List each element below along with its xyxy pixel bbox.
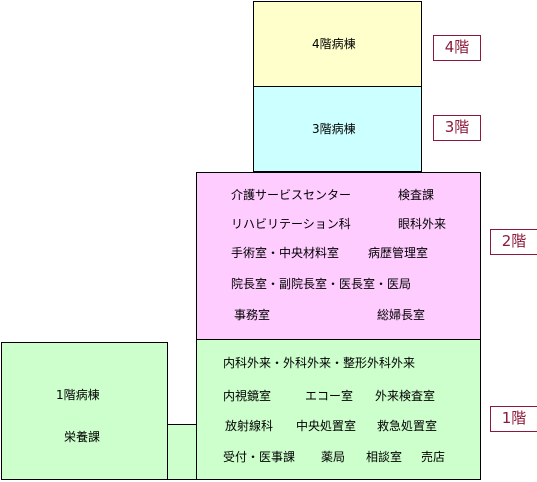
floor1-ward-label: 1階病棟: [56, 388, 100, 402]
room-reception: 受付・医事課: [223, 450, 296, 464]
room-emergency: 救急処置室: [377, 419, 438, 433]
room-rehab: リハビリテーション科: [231, 217, 351, 231]
room-central-treatment: 中央処置室: [296, 419, 357, 433]
floor4-ward-label: 4階病棟: [312, 37, 356, 51]
room-surgery: 手術室・中央材料室: [231, 246, 340, 260]
floor1-badge: 1階: [490, 406, 537, 432]
room-shop: 売店: [421, 450, 446, 464]
room-outpatient: 内科外来・外科外来・整形外科外来: [223, 356, 416, 370]
room-lab: 検査課: [398, 188, 435, 202]
floor4-badge: 4階: [433, 35, 481, 61]
floor1-ward-block: 1階病棟 栄養課: [1, 342, 168, 480]
room-echo: エコー室: [305, 389, 354, 403]
room-outpatient-exam: 外来検査室: [375, 389, 436, 403]
room-admin: 事務室: [234, 308, 271, 322]
room-pharmacy: 薬局: [321, 450, 346, 464]
nutrition-dept-label: 栄養課: [64, 430, 101, 444]
room-head-nurse: 総婦長室: [377, 308, 426, 322]
room-directors: 院長室・副院長室・医長室・医局: [231, 277, 412, 291]
floor3-block: 3階病棟: [253, 86, 422, 172]
floor4-block: 4階病棟: [253, 1, 422, 87]
room-care-service: 介護サービスセンター: [231, 188, 352, 202]
floor2-badge: 2階: [490, 229, 537, 255]
room-radiology: 放射線科: [225, 419, 274, 433]
floor3-ward-label: 3階病棟: [312, 122, 356, 136]
floor1-main-block: 内科外来・外科外来・整形外科外来 内視鏡室 エコー室 外来検査室 放射線科 中央…: [196, 339, 481, 480]
room-endoscopy: 内視鏡室: [223, 389, 272, 403]
room-records: 病歴管理室: [368, 246, 429, 260]
connector-corridor: [167, 424, 197, 480]
room-consultation: 相談室: [366, 450, 403, 464]
floor3-badge: 3階: [433, 115, 481, 141]
floor2-block: 介護サービスセンター 検査課 リハビリテーション科 眼科外来 手術室・中央材料室…: [196, 172, 481, 340]
room-eye-outpatient: 眼科外来: [398, 217, 447, 231]
